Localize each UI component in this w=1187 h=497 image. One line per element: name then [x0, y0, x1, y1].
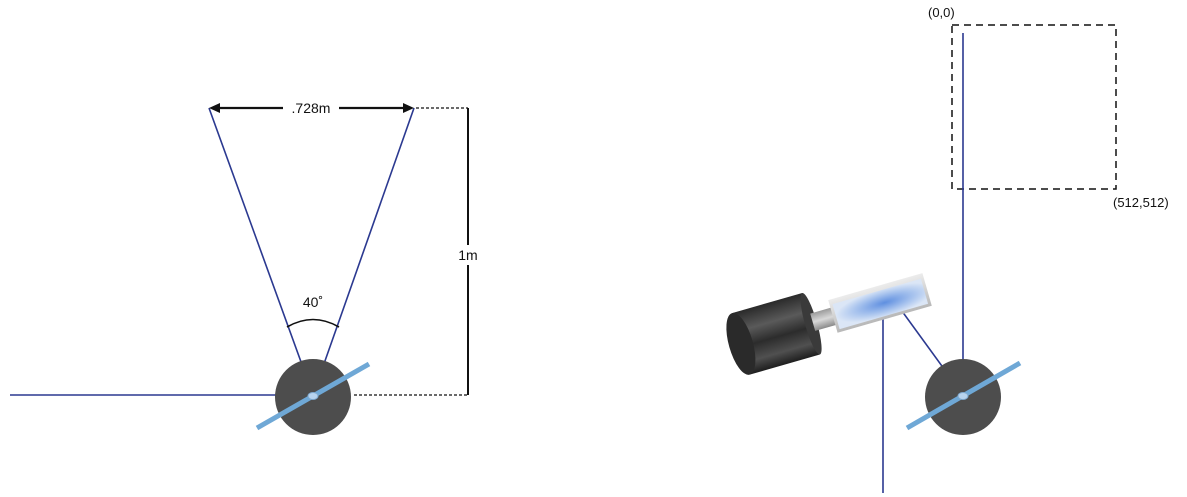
- motor-shaft: [810, 307, 837, 331]
- mirror-pivot-icon: [307, 392, 319, 400]
- corner-bottom-right-label: (512,512): [1113, 195, 1169, 210]
- fov-ray-left: [208, 107, 314, 396]
- width-arrow-left-icon: [209, 103, 220, 113]
- distance-label: 1m: [458, 247, 477, 263]
- left-diagram: 40˚ .728m 1m: [10, 99, 482, 435]
- scan-area-box: [951, 24, 1117, 190]
- angle-label: 40˚: [303, 294, 323, 310]
- fov-ray-right: [312, 107, 415, 396]
- angle-arc: [286, 318, 340, 328]
- mirror-pivot-icon-2: [957, 392, 969, 400]
- scan-mirror-glass: [832, 278, 929, 330]
- galvo-side-view: [726, 273, 932, 375]
- motor-cap: [726, 312, 756, 375]
- corner-top-left-label: (0,0): [928, 5, 955, 20]
- width-arrow-right-icon: [403, 103, 414, 113]
- width-label: .728m: [292, 100, 331, 116]
- right-diagram: (0,0) (512,512): [726, 5, 1169, 493]
